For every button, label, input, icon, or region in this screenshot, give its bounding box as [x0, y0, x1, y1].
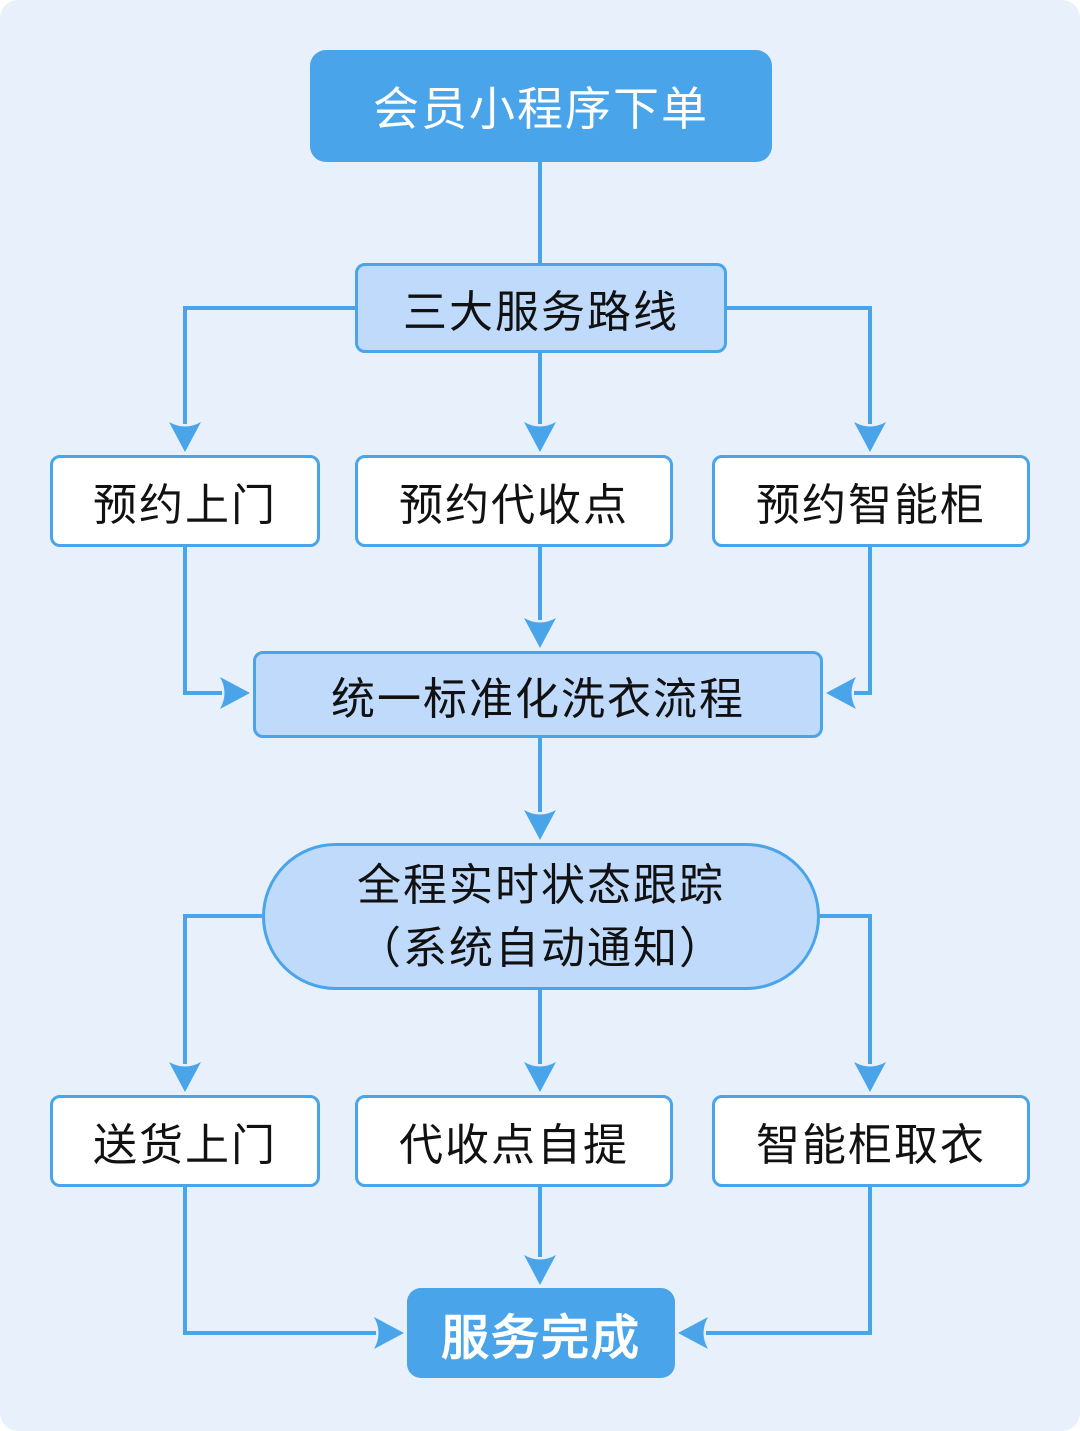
node-member-order: 会员小程序下单 [310, 50, 772, 162]
node-smart-locker-pickup: 智能柜取衣 [712, 1095, 1030, 1187]
node-home-delivery: 送货上门 [50, 1095, 320, 1187]
arrowhead-tracking-delivery [169, 1062, 201, 1092]
node-standard-laundry-process: 统一标准化洗衣流程 [253, 651, 823, 738]
arrowhead-routes-point [524, 422, 556, 452]
node-label: 统一标准化洗衣流程 [331, 674, 745, 724]
arrowhead-process-tracking [524, 810, 556, 840]
connector-locker-process [854, 547, 872, 695]
node-status-tracking: 全程实时状态跟踪 （系统自动通知） [262, 843, 820, 990]
node-label: 智能柜取衣 [756, 1121, 986, 1170]
node-label: 预约上门 [93, 481, 277, 530]
arrowhead-selfpickup-done [524, 1255, 556, 1285]
arrowhead-lockerpickup-done [678, 1317, 708, 1349]
node-label: 预约智能柜 [756, 481, 986, 530]
connector-delivery-done [183, 1187, 376, 1335]
arrowhead-locker-process [826, 677, 856, 709]
node-service-routes: 三大服务路线 [355, 263, 727, 353]
connector-home-process [183, 547, 222, 695]
node-book-smart-locker: 预约智能柜 [712, 455, 1030, 547]
arrowhead-point-process [524, 618, 556, 648]
arrowhead-home-process [220, 677, 250, 709]
node-label-line1: 全程实时状态跟踪 [357, 860, 725, 910]
node-label: 三大服务路线 [403, 288, 679, 337]
connector-tracking-lockerpickup [820, 914, 872, 1064]
connector-lockerpickup-done [706, 1187, 872, 1335]
node-label: 预约代收点 [399, 481, 629, 530]
node-label: 服务完成 [440, 1312, 641, 1365]
connector-routes-locker [727, 306, 872, 424]
connector-routes-home [183, 306, 355, 424]
node-label-line2: （系统自动通知） [357, 923, 725, 973]
arrowhead-tracking-selfpickup [524, 1062, 556, 1092]
connector-tracking-delivery [183, 914, 262, 1064]
node-collection-point-pickup: 代收点自提 [355, 1095, 673, 1187]
node-label: 代收点自提 [399, 1121, 629, 1170]
node-label: 会员小程序下单 [373, 83, 709, 135]
node-label: 送货上门 [93, 1121, 277, 1170]
arrowhead-delivery-done [374, 1317, 404, 1349]
arrowhead-routes-locker [854, 422, 886, 452]
node-book-collection-point: 预约代收点 [355, 455, 673, 547]
arrowhead-tracking-lockerpickup [854, 1062, 886, 1092]
node-book-home-pickup: 预约上门 [50, 455, 320, 547]
arrowhead-routes-home [169, 422, 201, 452]
node-service-complete: 服务完成 [407, 1288, 675, 1378]
